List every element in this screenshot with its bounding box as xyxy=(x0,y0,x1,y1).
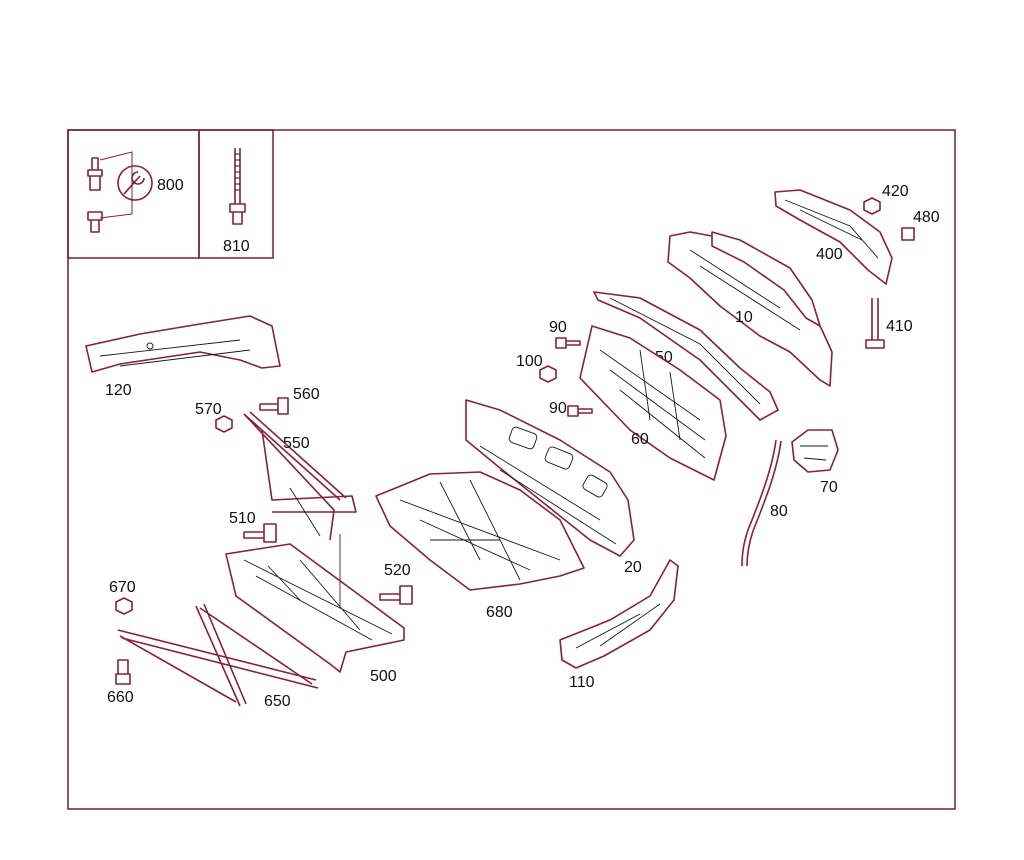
part-90-lower-graphic xyxy=(567,405,593,417)
part-680-graphic xyxy=(375,471,585,591)
part-420-graphic xyxy=(863,197,881,215)
part-510-graphic xyxy=(243,523,277,543)
part-100-graphic xyxy=(539,365,557,383)
part-480-graphic xyxy=(901,227,915,241)
part-90-upper-graphic xyxy=(555,337,581,349)
part-520-graphic xyxy=(379,585,413,605)
part-550-graphic xyxy=(243,411,357,541)
part-50-graphic xyxy=(593,291,779,421)
label-90-upper: 90 xyxy=(549,319,567,336)
label-420: 420 xyxy=(882,183,909,200)
diagram-frame xyxy=(67,129,956,810)
label-800: 800 xyxy=(157,177,184,194)
part-110-graphic xyxy=(559,559,679,669)
part-70-graphic xyxy=(791,429,839,473)
label-90-lower: 90 xyxy=(549,400,567,417)
label-560: 560 xyxy=(293,386,320,403)
label-810: 810 xyxy=(223,238,250,255)
part-120-graphic xyxy=(85,315,281,373)
label-110: 110 xyxy=(569,674,595,691)
inset-box-bolt xyxy=(198,129,274,259)
label-570: 570 xyxy=(195,401,222,418)
label-80: 80 xyxy=(770,503,788,520)
inset-box-kit xyxy=(67,129,200,259)
kit-parts-graphic xyxy=(87,151,133,233)
part-60-graphic xyxy=(579,325,727,481)
bolt-810-graphic xyxy=(229,148,246,225)
label-120: 120 xyxy=(105,382,132,399)
label-410: 410 xyxy=(886,318,913,335)
part-410-graphic xyxy=(865,298,885,349)
label-520: 520 xyxy=(384,562,411,579)
part-660-graphic xyxy=(115,659,131,685)
label-670: 670 xyxy=(109,579,136,596)
label-680: 680 xyxy=(486,604,513,621)
label-650: 650 xyxy=(264,693,291,710)
label-510: 510 xyxy=(229,510,256,527)
part-10-graphic xyxy=(667,231,833,387)
label-480: 480 xyxy=(913,209,940,226)
part-400-graphic xyxy=(774,189,893,285)
part-570-graphic xyxy=(215,415,233,433)
label-100: 100 xyxy=(516,353,543,370)
part-650-graphic xyxy=(117,603,319,707)
label-500: 500 xyxy=(370,668,397,685)
wrench-icon xyxy=(117,165,153,201)
part-500-graphic xyxy=(225,534,405,673)
part-670-graphic xyxy=(115,597,133,615)
label-400: 400 xyxy=(816,246,843,263)
label-660: 660 xyxy=(107,689,134,706)
part-20-graphic xyxy=(465,399,635,557)
label-70: 70 xyxy=(820,479,838,496)
label-550: 550 xyxy=(283,435,310,452)
part-80-graphic xyxy=(741,439,782,567)
label-10: 10 xyxy=(735,309,753,326)
label-60: 60 xyxy=(631,431,649,448)
label-20: 20 xyxy=(624,559,642,576)
part-560-graphic xyxy=(259,397,289,415)
